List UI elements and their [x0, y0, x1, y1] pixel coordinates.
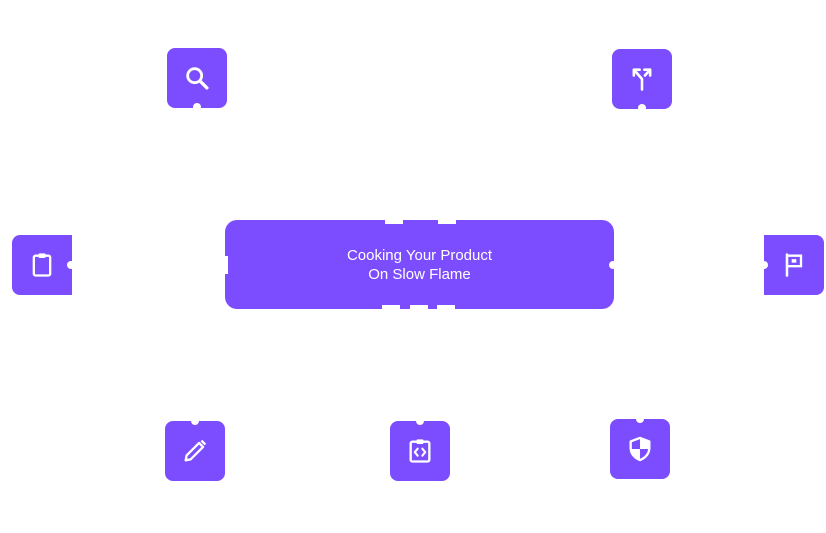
shield-icon — [629, 436, 651, 462]
merge-node-connector — [638, 104, 646, 112]
security-node-connector — [636, 415, 644, 423]
search-node-connector — [193, 103, 201, 111]
center-title-line2: On Slow Flame — [368, 265, 471, 283]
pencil-icon — [184, 439, 207, 462]
center-bottom-port-1 — [382, 305, 400, 309]
clipboard-icon — [32, 253, 52, 277]
center-top-port-1 — [385, 220, 403, 224]
center-right-connector — [609, 261, 617, 269]
center-bottom-port-3 — [437, 305, 455, 309]
security-node[interactable] — [610, 419, 670, 479]
code-node[interactable] — [390, 421, 450, 481]
center-title-line1: Cooking Your Product — [346, 246, 493, 264]
flag-node[interactable] — [764, 235, 824, 295]
center-box: Cooking Your Product On Slow Flame — [225, 220, 614, 309]
code-clipboard-icon — [409, 439, 431, 463]
flag-icon — [785, 253, 803, 277]
edit-node[interactable] — [165, 421, 225, 481]
merge-arrows-icon — [632, 68, 652, 91]
center-left-port — [225, 256, 228, 274]
clipboard-node-connector — [67, 261, 75, 269]
flag-node-connector — [760, 261, 768, 269]
search-node[interactable] — [167, 48, 227, 108]
merge-node[interactable] — [612, 49, 672, 109]
center-bottom-port-2 — [410, 305, 428, 309]
edit-node-connector — [191, 417, 199, 425]
search-icon — [186, 67, 209, 90]
center-top-port-2 — [438, 220, 456, 224]
clipboard-node[interactable] — [12, 235, 72, 295]
code-node-connector — [416, 417, 424, 425]
